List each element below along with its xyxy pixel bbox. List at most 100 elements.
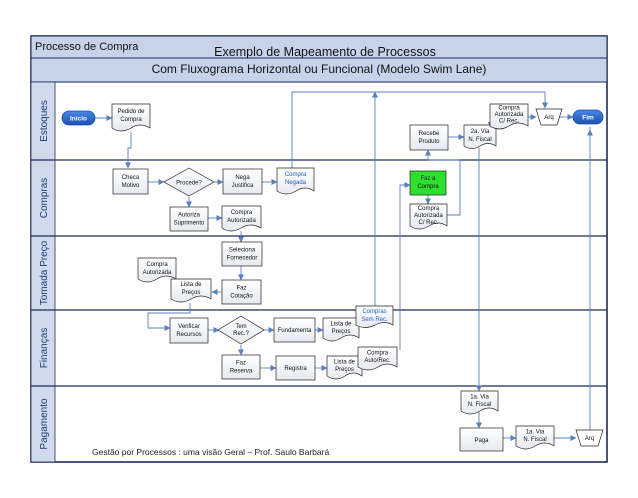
svg-text:Produto: Produto	[418, 139, 440, 145]
box-verificar-recursos: Verificar Recursos	[169, 317, 209, 344]
svg-text:2a. Via: 2a. Via	[471, 129, 490, 135]
svg-text:Autorizada: Autorizada	[143, 270, 172, 276]
svg-text:Fim: Fim	[582, 115, 594, 122]
svg-text:Checa: Checa	[122, 175, 140, 181]
svg-text:Motivo: Motivo	[122, 183, 140, 189]
svg-text:Negada: Negada	[285, 180, 307, 186]
lane-label-compras: Compras	[39, 178, 50, 219]
lane-label-estoques: Estoques	[39, 100, 50, 142]
box-checa-motivo: Checa Motivo	[112, 168, 149, 195]
doc-compra-autorizada-com-rec-mid: Compra Autorizada C/ Rec.	[409, 203, 448, 230]
doc-compra-autorizada: Compra Autorizada	[221, 205, 262, 232]
svg-text:Compra: Compra	[146, 262, 168, 268]
svg-text:C/ Rec.: C/ Rec.	[499, 119, 519, 125]
svg-text:Tem: Tem	[235, 324, 246, 330]
svg-text:Pedido de: Pedido de	[117, 109, 145, 115]
box-faz-cotacao: Faz Cotação	[221, 279, 262, 305]
app-title: Processo de Compra	[35, 41, 139, 53]
svg-text:Auto/Rec.: Auto/Rec.	[364, 358, 391, 364]
svg-text:Preços: Preços	[332, 329, 351, 335]
svg-text:Suprimento: Suprimento	[174, 221, 205, 227]
swim-lanes: Estoques Compras Tomada Preço Finanças P…	[30, 81, 607, 463]
archive-bottom: Arq	[575, 429, 604, 447]
svg-text:Rec.?: Rec.?	[233, 331, 249, 337]
lane-label-pagamento: Pagamento	[39, 398, 50, 450]
svg-text:Lista de: Lista de	[180, 282, 202, 288]
svg-text:Compra: Compra	[418, 206, 440, 212]
svg-text:1a. Via: 1a. Via	[526, 430, 545, 436]
svg-text:Seleciona: Seleciona	[229, 248, 256, 254]
svg-text:Fundamenta: Fundamenta	[278, 328, 312, 334]
svg-text:Lista de: Lista de	[330, 322, 352, 328]
box-nega-justifica: Nega Justifica	[222, 168, 263, 195]
box-seleciona-fornecedor: Seleciona Fornecedor	[221, 241, 263, 267]
doc-lista-precos-registra: Lista de Preços	[326, 355, 363, 380]
svg-text:Compras: Compras	[362, 309, 386, 315]
doc-1a-via-nota-fiscal-top: 1a. Via N. Fiscal	[460, 390, 499, 415]
svg-text:Preços: Preços	[182, 290, 201, 296]
svg-text:Arq: Arq	[585, 436, 594, 442]
svg-text:Compra: Compra	[120, 117, 142, 123]
svg-text:Fornecedor: Fornecedor	[227, 256, 258, 262]
svg-text:Compra: Compra	[367, 351, 389, 357]
page-title: Exemplo de Mapeamento de Processos	[214, 45, 436, 59]
box-autoriza-suprimento: Autoriza Suprimento	[169, 206, 209, 232]
svg-text:Autorizada: Autorizada	[414, 213, 443, 219]
doc-compra-autorizada-tp: Compra Autorizada	[137, 257, 177, 283]
doc-lista-precos-fundamenta: Lista de Preços	[322, 317, 360, 342]
svg-text:Recebe: Recebe	[419, 131, 440, 137]
svg-text:Lista de: Lista de	[334, 360, 356, 366]
end-node: Fim	[572, 109, 604, 125]
box-fundamenta: Fundamenta	[273, 317, 316, 343]
svg-text:Justifica: Justifica	[232, 183, 254, 189]
svg-text:N. Fiscal: N. Fiscal	[468, 402, 491, 408]
svg-text:Faz: Faz	[236, 361, 246, 367]
start-node: Início	[61, 110, 96, 126]
svg-text:Arq: Arq	[544, 115, 553, 121]
svg-text:N. Fiscal: N. Fiscal	[468, 137, 491, 143]
archive-top: Arq	[535, 108, 563, 126]
box-paga: Paga	[459, 427, 504, 452]
svg-text:Compra: Compra	[498, 106, 520, 112]
svg-text:Compra: Compra	[231, 210, 253, 216]
svg-text:Reserva: Reserva	[230, 369, 253, 375]
svg-text:Compra: Compra	[285, 172, 307, 178]
svg-text:Autorizada: Autorizada	[495, 112, 524, 118]
box-faz-reserva: Faz Reserva	[221, 354, 261, 380]
svg-text:Compra: Compra	[417, 184, 439, 190]
svg-text:Autorizada: Autorizada	[227, 218, 256, 224]
decision-tem-recursos: Tem Rec.?	[217, 315, 265, 345]
svg-text:Sem Rec.: Sem Rec.	[361, 317, 388, 323]
svg-text:Autoriza: Autoriza	[178, 213, 201, 219]
doc-compra-negada: Compra Negada	[276, 167, 315, 195]
doc-1a-via-nota-fiscal-bottom: 1a. Via N. Fiscal	[515, 425, 555, 450]
box-faz-a-compra: Faz a Compra	[409, 170, 447, 196]
decision-procede: Procede?	[163, 167, 215, 197]
svg-text:Paga: Paga	[474, 438, 489, 444]
box-recebe-produto: Recebe Produto	[409, 124, 449, 151]
svg-text:Recursos: Recursos	[176, 332, 201, 338]
doc-pedido-compra: Pedido de Compra	[111, 103, 151, 132]
svg-text:Preços: Preços	[335, 367, 354, 373]
svg-text:Nega: Nega	[235, 175, 250, 181]
svg-text:Verificar: Verificar	[178, 324, 200, 330]
doc-2a-via-nota-fiscal: 2a. Via N. Fiscal	[463, 124, 497, 149]
svg-text:Cotação: Cotação	[230, 294, 253, 300]
svg-text:Faz a: Faz a	[420, 176, 436, 182]
doc-lista-precos-tp: Lista de Preços	[170, 278, 212, 303]
doc-compra-autorizada-com-rec-top: Compra Autorizada C/ Rec.	[489, 103, 529, 130]
page-subtitle: Com Fluxograma Horizontal ou Funcional (…	[152, 62, 487, 76]
svg-text:N. Fiscal: N. Fiscal	[523, 437, 546, 443]
diagram-frame	[30, 35, 608, 463]
svg-text:Registra: Registra	[284, 366, 307, 372]
svg-text:C/ Rec.: C/ Rec.	[418, 220, 438, 226]
footer-credit: Gestão por Processos : uma visão Geral –…	[92, 447, 330, 457]
svg-text:Faz: Faz	[236, 286, 246, 292]
box-registra: Registra	[275, 355, 316, 381]
lane-label-financas: Finanças	[39, 328, 50, 369]
svg-text:Início: Início	[70, 116, 87, 123]
doc-compra-auto-rec: Compra Auto/Rec.	[357, 346, 398, 371]
doc-compras-sem-recursos: Compras Sem Rec.	[355, 305, 394, 328]
